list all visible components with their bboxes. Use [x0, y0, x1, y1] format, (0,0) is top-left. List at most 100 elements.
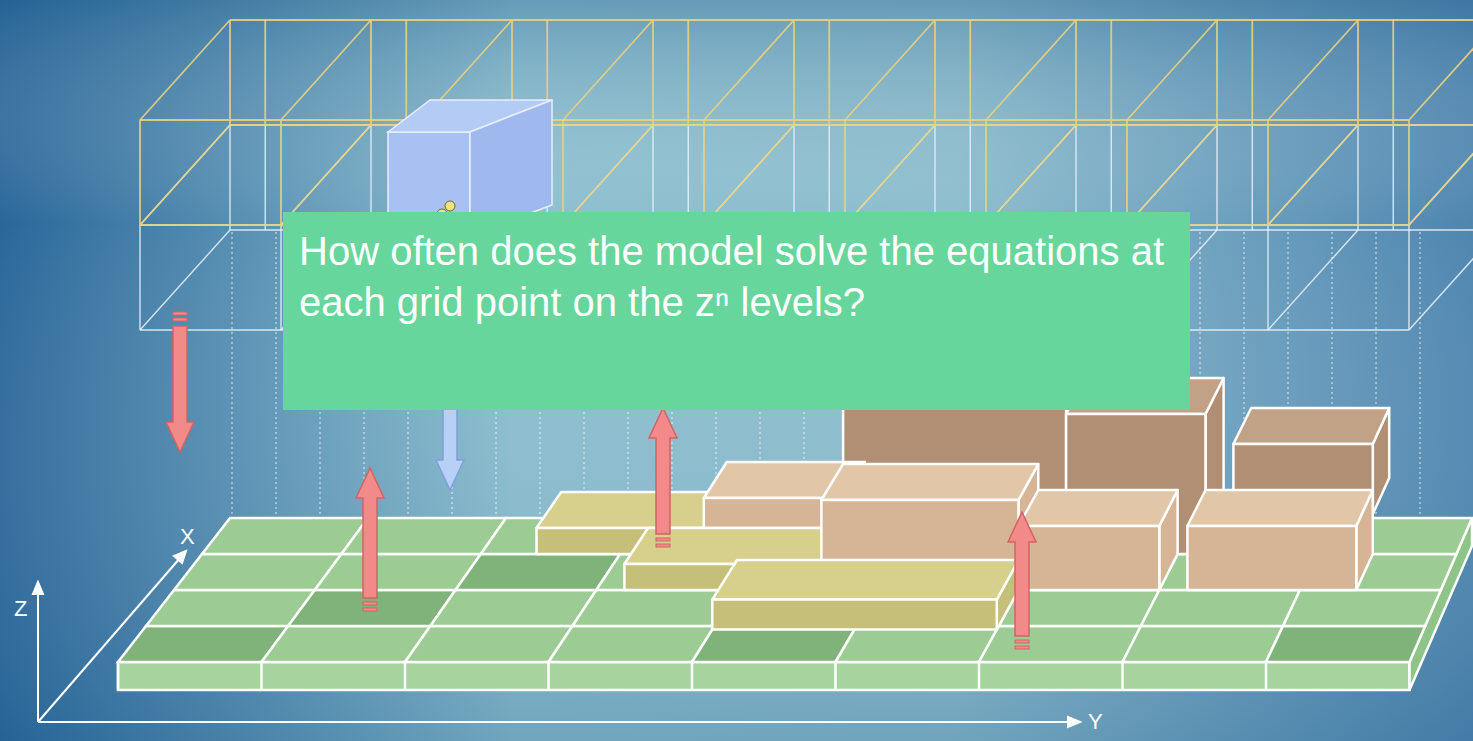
callout-text: How often does the model solve the equat…: [299, 226, 1174, 328]
tile-edge: [978, 662, 981, 690]
ground-tile: [979, 626, 1141, 662]
grid-line: [265, 125, 266, 230]
grid-line: [1267, 120, 1269, 225]
grid-line: [563, 125, 653, 225]
tile-edge: [691, 662, 694, 690]
grid-line: [1252, 125, 1253, 230]
grid-line: [704, 125, 794, 225]
grid-line: [986, 125, 1076, 225]
arrow-tail-bar: [363, 608, 377, 611]
ground-tile: [315, 554, 481, 590]
y-axis: [38, 721, 1070, 723]
grid-line: [280, 225, 281, 330]
grid-line: [140, 20, 230, 120]
grid-line: [1408, 225, 1409, 330]
grid-line: [1409, 230, 1473, 330]
grid-line: [934, 20, 936, 125]
axis-label: X: [180, 526, 195, 548]
grid-line: [844, 120, 846, 225]
grid-line: [139, 120, 141, 225]
grid-line: [704, 125, 794, 225]
ground-tile: [1123, 626, 1284, 662]
grid-line: [985, 120, 987, 225]
grid-line: [1392, 20, 1394, 125]
grid-line: [563, 20, 653, 120]
grid-line: [793, 20, 795, 125]
terrain-face: [1019, 490, 1178, 526]
callout-box: How often does the model solve the equat…: [283, 212, 1190, 410]
z-axis: [37, 592, 39, 722]
arrow-tail-bar: [363, 602, 377, 605]
grid-line: [1393, 125, 1394, 230]
arrow-tail-bar: [173, 312, 187, 315]
grid-line: [1216, 125, 1217, 230]
grid-line: [562, 120, 564, 225]
grid-line: [230, 19, 1473, 21]
arrow-tail-bar: [173, 318, 187, 321]
ground-tile: [549, 626, 715, 662]
flux-arrow: [1008, 512, 1036, 636]
x-axis: [38, 558, 180, 722]
grid-line: [828, 20, 830, 125]
ground-tile: [836, 626, 999, 662]
grid-line: [1268, 20, 1358, 120]
tile-edge: [404, 662, 407, 690]
grid-line: [1268, 230, 1358, 330]
arrow-tail-bar: [1015, 640, 1029, 643]
terrain-face: [821, 464, 1038, 500]
ground-tile: [1141, 590, 1300, 626]
y-axis-head: [1068, 717, 1080, 727]
grid-line: [140, 125, 230, 225]
ground-tile: [456, 554, 621, 590]
grid-line: [229, 20, 231, 125]
grid-line: [1268, 125, 1358, 225]
grid-line: [1127, 125, 1217, 225]
grid-line: [1127, 20, 1217, 120]
terrain-face: [1019, 526, 1160, 590]
ground-edge: [118, 662, 1410, 690]
tile-edge: [834, 662, 837, 690]
terrain-face: [712, 560, 1018, 600]
ground-tile: [430, 590, 596, 626]
grid-line: [845, 125, 935, 225]
terrain-face: [1187, 526, 1356, 590]
grid-line: [405, 20, 407, 125]
grid-line: [704, 20, 794, 120]
grid-line: [1251, 20, 1253, 125]
upper-grid: [140, 20, 1473, 330]
ground-tile: [405, 626, 572, 662]
grid-line: [264, 20, 266, 125]
z-axis-head: [33, 582, 43, 594]
axis-label: Z: [14, 598, 27, 620]
grid-line: [1409, 125, 1473, 225]
ground-tile: [202, 518, 368, 554]
grid-line: [986, 20, 1076, 120]
grid-line: [687, 20, 689, 125]
grid-line: [845, 125, 935, 225]
grid-line: [652, 20, 654, 125]
ground-tile: [1266, 626, 1425, 662]
grid-line: [845, 20, 935, 120]
grid-line: [1126, 120, 1128, 225]
terrain-face: [712, 600, 997, 630]
tile-edge: [117, 662, 120, 690]
tile-edge: [260, 662, 263, 690]
grid-line: [139, 225, 140, 330]
grid-line: [1357, 125, 1358, 230]
grid-line: [1357, 20, 1359, 125]
grid-line: [1409, 125, 1473, 225]
arrow-tail-bar: [1015, 646, 1029, 649]
grid-line: [563, 125, 653, 225]
grid-line: [281, 125, 371, 225]
arrow-tail-bar: [656, 538, 670, 541]
grid-line: [281, 125, 371, 225]
ground-tile: [1283, 590, 1441, 626]
arrow-tail-bar: [656, 544, 670, 547]
cube-dot: [445, 201, 455, 211]
grid-line: [703, 120, 705, 225]
x-axis-head: [174, 551, 186, 563]
grid-line: [1268, 125, 1358, 225]
tile-edge: [1265, 662, 1268, 690]
